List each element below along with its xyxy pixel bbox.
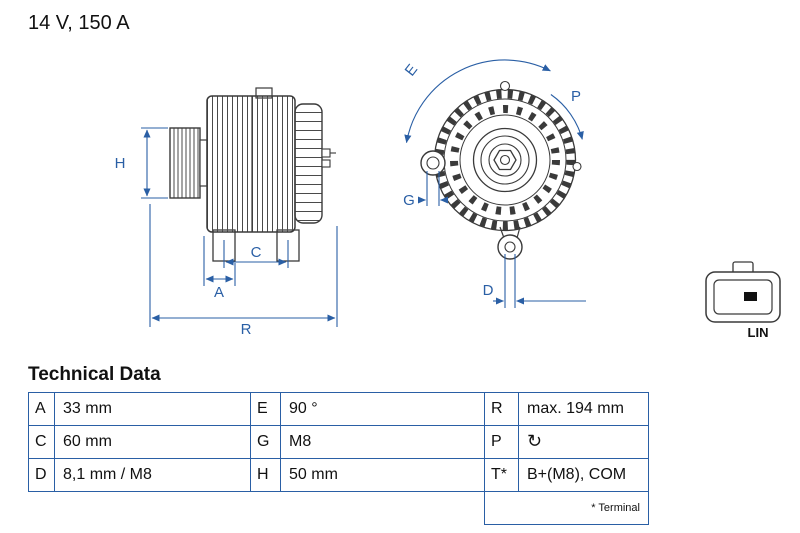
spec-table: A 33 mm E 90 ° R max. 194 mm C 60 mm G M… bbox=[28, 392, 649, 525]
spec-key-d: D bbox=[28, 458, 55, 492]
connector-label: LIN bbox=[748, 325, 769, 340]
front-view-dimensions bbox=[404, 59, 586, 308]
spec-value-e: 90 ° bbox=[280, 392, 485, 426]
spec-key-g: G bbox=[250, 425, 281, 459]
dim-label-d: D bbox=[483, 282, 494, 299]
dim-label-p: P bbox=[571, 88, 581, 105]
dim-label-c: C bbox=[251, 244, 262, 261]
alternator-technical-drawing: H A C R bbox=[115, 59, 781, 340]
spec-key-p: P bbox=[484, 425, 519, 459]
alternator-front-view bbox=[420, 80, 582, 260]
table-row: A 33 mm E 90 ° R max. 194 mm bbox=[28, 392, 649, 426]
spec-value-g: M8 bbox=[280, 425, 485, 459]
table-footnote-row: * Terminal bbox=[29, 491, 649, 525]
side-view-dimension-labels: H A C R bbox=[115, 155, 262, 338]
alternator-side-view bbox=[169, 87, 336, 262]
dim-label-h: H bbox=[115, 155, 126, 172]
spec-key-a: A bbox=[28, 392, 55, 426]
spec-value-a: 33 mm bbox=[54, 392, 251, 426]
dim-label-a: A bbox=[214, 284, 224, 301]
table-row: D 8,1 mm / M8 H 50 mm T* B+(M8), COM bbox=[28, 458, 649, 492]
voltage-current-rating: 14 V, 150 A bbox=[28, 12, 130, 34]
spec-key-c: C bbox=[28, 425, 55, 459]
spec-value-r: max. 194 mm bbox=[518, 392, 649, 426]
side-view-dimensions bbox=[141, 127, 338, 327]
dim-label-e: E bbox=[402, 61, 422, 79]
spec-key-r: R bbox=[484, 392, 519, 426]
lin-connector-icon: LIN bbox=[705, 261, 781, 340]
spec-value-p: ↻ bbox=[518, 425, 649, 459]
spec-value-h: 50 mm bbox=[280, 458, 485, 492]
shaft-nut-hexagon bbox=[493, 149, 517, 171]
rotation-cw-icon: ↻ bbox=[527, 430, 543, 451]
dim-label-r: R bbox=[241, 321, 252, 338]
spec-key-t: T* bbox=[484, 458, 519, 492]
technical-data-heading: Technical Data bbox=[28, 364, 161, 385]
connector-pin bbox=[744, 292, 757, 301]
spec-key-h: H bbox=[250, 458, 281, 492]
table-row: C 60 mm G M8 P ↻ bbox=[28, 425, 649, 459]
spec-value-d: 8,1 mm / M8 bbox=[54, 458, 251, 492]
dim-label-g: G bbox=[403, 192, 415, 209]
spec-key-e: E bbox=[250, 392, 281, 426]
footnote-spacer bbox=[29, 492, 485, 525]
spec-value-c: 60 mm bbox=[54, 425, 251, 459]
spec-value-t: B+(M8), COM bbox=[518, 458, 649, 492]
terminal-footnote: * Terminal bbox=[484, 491, 649, 525]
